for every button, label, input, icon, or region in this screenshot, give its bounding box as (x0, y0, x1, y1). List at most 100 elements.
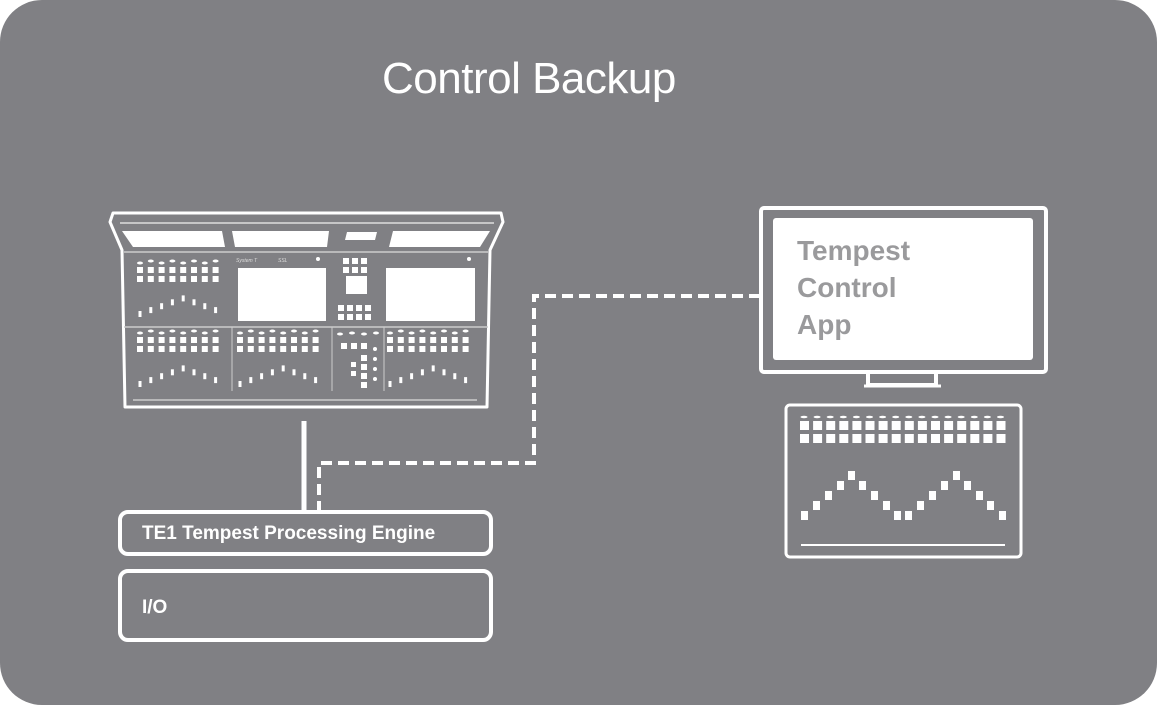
console-button (312, 337, 319, 343)
console-button (361, 355, 367, 361)
console-knob (258, 331, 265, 335)
surface-button (826, 421, 836, 430)
console-button (397, 346, 404, 352)
console-button (351, 371, 356, 376)
control-surface-icon (784, 403, 1023, 559)
console-knob (147, 259, 154, 263)
console-button (191, 337, 197, 343)
console-fader (138, 381, 142, 387)
console-button (158, 267, 165, 273)
console-button (147, 337, 154, 343)
surface-button (800, 434, 809, 443)
console-knob (312, 329, 319, 333)
console-label-right: SSL (278, 258, 288, 264)
console-button (237, 346, 243, 352)
console-fader (399, 377, 403, 384)
surface-button (852, 434, 862, 443)
surface-button (813, 434, 823, 443)
console-fader (442, 369, 446, 376)
console-knob (169, 329, 176, 333)
console-button (430, 337, 437, 343)
console-button (312, 346, 319, 352)
console-fader (249, 377, 253, 384)
console-button (201, 267, 208, 273)
console-fader (170, 369, 174, 376)
console-led (373, 377, 377, 381)
surface-button (983, 421, 993, 430)
monitor-icon (759, 206, 1048, 388)
tempest-control-app-label: Tempest Control App (797, 232, 910, 343)
console-button (419, 337, 426, 343)
console-button (169, 267, 176, 273)
surface-fader (883, 501, 890, 510)
dashed-connection-engine-app (317, 294, 762, 512)
console-fader (453, 373, 457, 380)
console-button (291, 337, 297, 343)
surface-knob (852, 415, 860, 419)
surface-knob (892, 415, 900, 419)
console-button (301, 337, 308, 343)
console-button (169, 337, 176, 343)
console-button (169, 346, 176, 352)
surface-knob (879, 415, 887, 419)
surface-button (996, 421, 1006, 430)
console-button (247, 346, 254, 352)
console-button (451, 346, 458, 352)
console-button (180, 337, 187, 343)
surface-button (852, 421, 862, 430)
surface-button (944, 434, 954, 443)
console-knob (408, 331, 415, 335)
console-fader (138, 311, 142, 317)
console-button (430, 346, 437, 352)
surface-knob (997, 415, 1004, 419)
console-button (343, 267, 349, 273)
console-button (191, 276, 197, 282)
processing-engine-box: TE1 Tempest Processing Engine (118, 510, 493, 556)
surface-button (970, 434, 980, 443)
console-knob (180, 261, 187, 265)
surface-fader (953, 471, 960, 480)
console-button (180, 276, 187, 282)
surface-fader (871, 491, 878, 500)
console-button (441, 337, 447, 343)
console-knob (397, 329, 404, 333)
surface-knob (957, 415, 965, 419)
surface-button (931, 421, 940, 430)
console-button (137, 337, 143, 343)
console-fader (281, 365, 285, 372)
console-knob (237, 331, 243, 335)
console-button (212, 276, 219, 282)
surface-fader (999, 511, 1006, 520)
console-button (147, 276, 154, 282)
console-fader (270, 369, 274, 376)
console-fader (431, 365, 435, 372)
surface-button (957, 434, 967, 443)
console-button (212, 267, 219, 273)
console-button (365, 305, 371, 311)
console-fader (149, 377, 153, 384)
monitor-screen (773, 218, 1033, 360)
console-knob (137, 261, 143, 265)
surface-button (800, 421, 809, 430)
console-fader (292, 369, 296, 376)
console-button (258, 346, 265, 352)
console-button (280, 346, 287, 352)
console-knob (212, 329, 219, 333)
surface-button (865, 434, 875, 443)
console-fader (203, 373, 207, 380)
console-fader (160, 303, 164, 310)
surface-fader (905, 511, 912, 520)
console-button (419, 346, 426, 352)
surface-fader (894, 511, 901, 520)
console-button (212, 337, 219, 343)
surface-button (839, 421, 849, 430)
surface-button (983, 434, 993, 443)
console-led (373, 367, 377, 371)
console-button (338, 305, 344, 311)
console-button (356, 314, 362, 320)
console-button (338, 314, 344, 320)
console-button (361, 258, 367, 264)
console-button (301, 346, 308, 352)
console-button (356, 305, 362, 311)
